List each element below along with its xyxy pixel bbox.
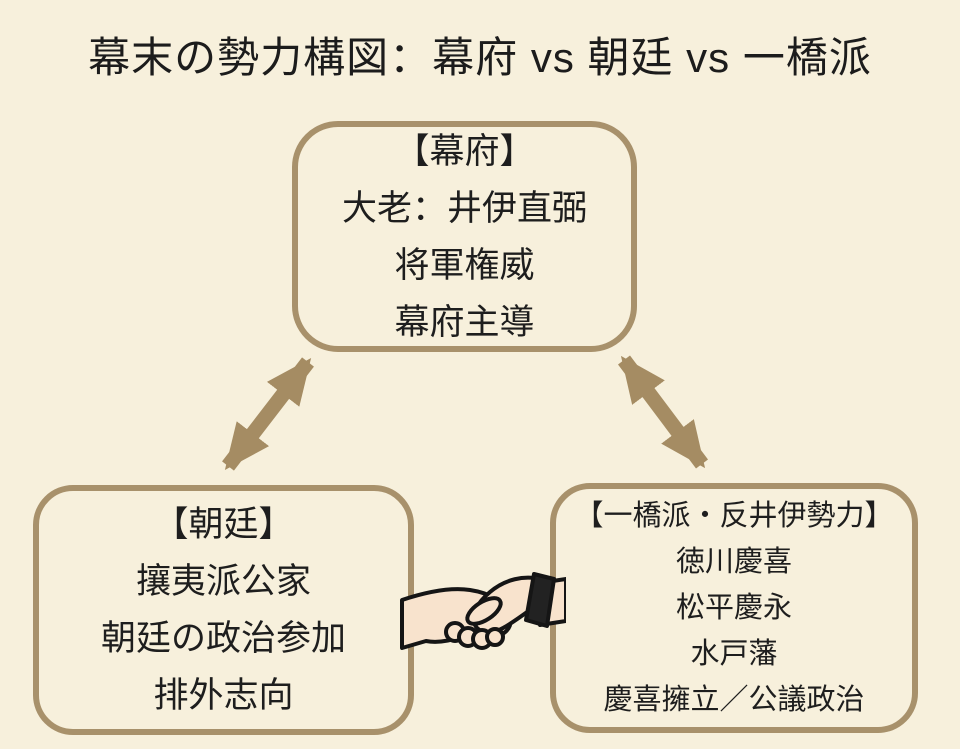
handshake-icon <box>400 572 566 650</box>
node-chotei-title: 【朝廷】 <box>153 505 294 544</box>
node-chotei-line: 朝廷の政治参加 <box>100 619 346 658</box>
node-chotei: 【朝廷】 攘夷派公家 朝廷の政治参加 排外志向 <box>33 485 414 735</box>
node-hitotsubashi: 【一橋派・反井伊勢力】 徳川慶喜 松平慶永 水戸藩 慶喜擁立／公議政治 <box>550 483 918 733</box>
diagram-title: 幕末の勢力構図：幕府 vs 朝廷 vs 一橋派 <box>88 34 872 81</box>
node-bakufu-line: 将軍権威 <box>394 245 535 285</box>
node-hitotsubashi-line: 徳川慶喜 <box>675 546 792 578</box>
node-hitotsubashi-line: 水戸藩 <box>690 638 778 670</box>
node-hitotsubashi-title: 【一橋派・反井伊勢力】 <box>574 500 894 532</box>
node-hitotsubashi-line: 慶喜擁立／公議政治 <box>603 684 865 716</box>
bakufu-hitotsubashi-arrow <box>618 355 708 469</box>
bakufu-chotei-arrow <box>222 357 314 471</box>
node-hitotsubashi-line: 松平慶永 <box>675 592 792 624</box>
node-bakufu: 【幕府】 大老：井伊直弼 将軍権威 幕府主導 <box>292 121 637 352</box>
node-bakufu-line: 幕府主導 <box>394 302 535 342</box>
node-chotei-line: 排外志向 <box>153 676 294 715</box>
node-bakufu-title: 【幕府】 <box>394 131 535 171</box>
node-chotei-line: 攘夷派公家 <box>135 562 311 601</box>
node-bakufu-line: 大老：井伊直弼 <box>341 188 587 228</box>
